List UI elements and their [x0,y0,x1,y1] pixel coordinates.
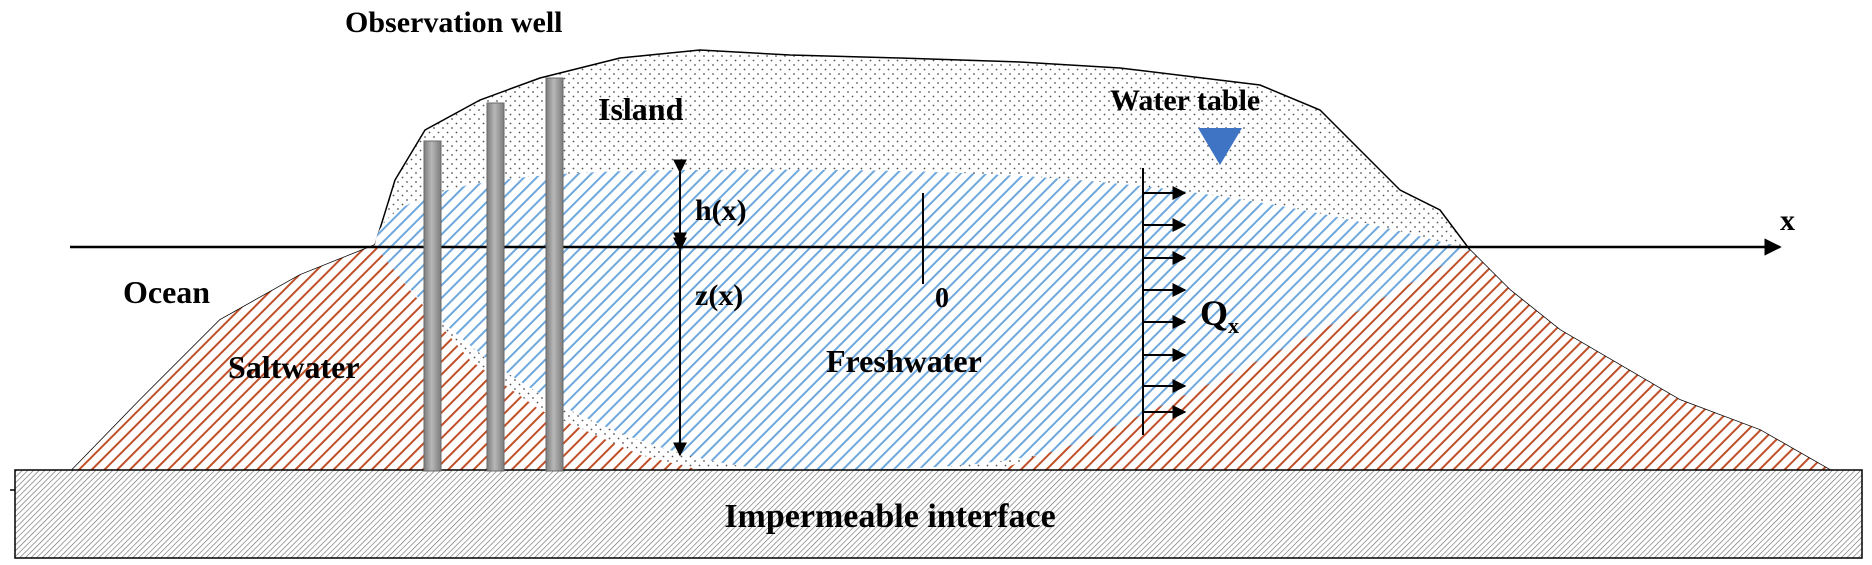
island-label: Island [598,91,684,127]
impermeable-layer [14,469,1863,559]
observation-well-label: Observation well [345,6,563,39]
saltwater-region-right [1000,250,1830,470]
freshwater-lens [375,169,1470,470]
saltwater-region-left [72,245,700,470]
flux-q: Q [1200,293,1228,333]
water-table-label: Water table [1110,84,1260,117]
flux-arrow-group [1142,168,1187,435]
water-table-triangle-icon [1198,128,1242,165]
saltwater-label: Saltwater [228,349,360,385]
origin-label: 0 [935,283,949,314]
observation-well-pipe [545,77,564,472]
observation-wells [423,77,564,472]
h-of-x-label: h(x) [695,194,747,227]
x-axis-label: x [1780,204,1795,237]
freshwater-label: Freshwater [826,343,982,379]
impermeable-label: Impermeable interface [724,498,1055,535]
flux-label: Qx [1200,293,1239,338]
z-of-x-label: z(x) [695,279,743,312]
flux-subscript: x [1228,313,1239,338]
ocean-label: Ocean [123,274,210,310]
observation-well-pipe [423,140,442,472]
observation-well-pipe [486,102,505,472]
